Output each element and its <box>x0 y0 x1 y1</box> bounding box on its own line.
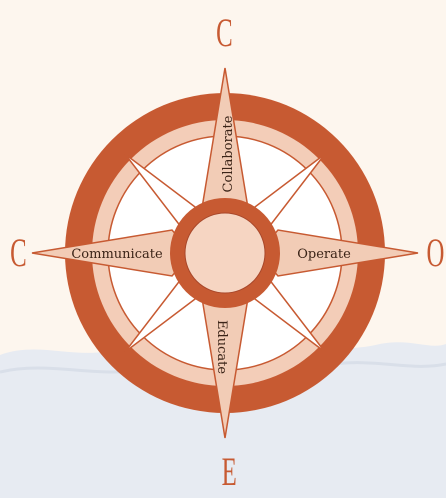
letter-south: E <box>222 452 237 492</box>
label-operate: Operate <box>297 247 351 262</box>
label-collaborate: Collaborate <box>221 115 236 192</box>
letter-west: C <box>10 233 27 273</box>
label-communicate: Communicate <box>71 247 163 262</box>
letter-east: O <box>426 233 444 273</box>
hub-center <box>185 213 265 293</box>
label-educate: Educate <box>214 320 229 374</box>
letter-north: C <box>216 13 233 53</box>
